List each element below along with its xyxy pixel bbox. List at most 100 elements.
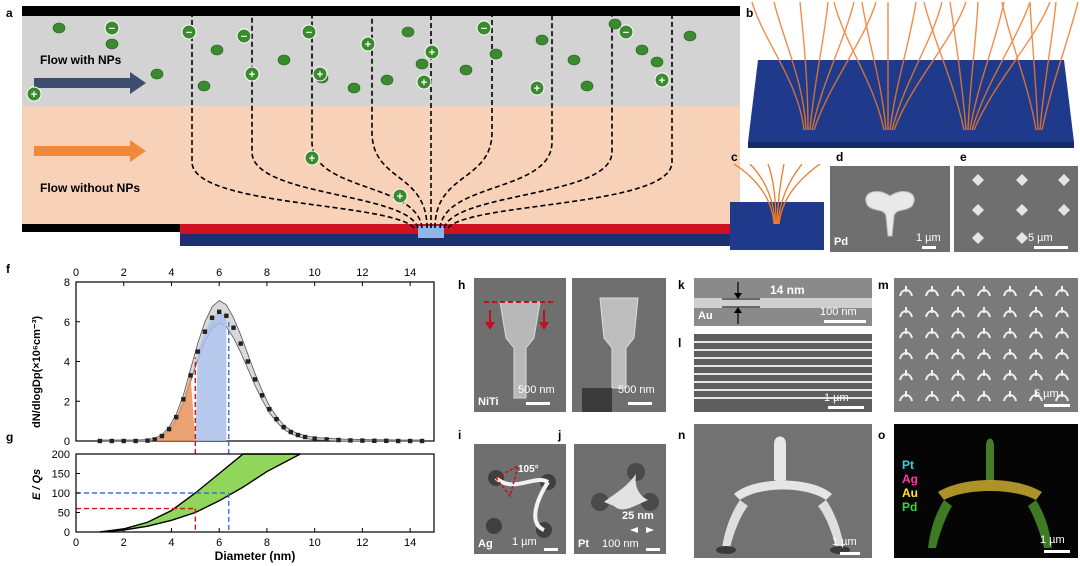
panel-h-sem-1: NiTi 500 nm (474, 278, 566, 412)
chart-f-point (145, 438, 150, 443)
panel-label-h: h (458, 278, 466, 292)
chart-f-point (231, 325, 236, 330)
chart-f-point (312, 436, 317, 441)
chart-f-ylabel: dN/dlogDp(×10⁶cm⁻³) (31, 316, 43, 428)
panel-d-sem: Pd 1 µm (830, 166, 950, 252)
panel-m-scale: 5 µm (1034, 388, 1059, 400)
panel-m-structure (899, 307, 913, 318)
chart-g-xlabel: Diameter (nm) (215, 549, 296, 563)
chart-f-point (324, 437, 329, 442)
panel-k-material: Au (698, 310, 713, 322)
panel-m-structure (1055, 307, 1069, 318)
panel-label-n: n (678, 428, 686, 442)
chart-f-point (202, 329, 208, 334)
panel-m-structure (951, 370, 965, 381)
svg-text:−: − (186, 27, 192, 39)
chart-g-ytick-label: 0 (64, 527, 70, 539)
panel-m-structure (1055, 370, 1069, 381)
panel-b-render (748, 2, 1079, 148)
panel-j-size: 25 nm (622, 510, 654, 522)
panel-l-sem: 1 µm (694, 334, 872, 412)
panel-h-sem-2: 500 nm (572, 278, 666, 412)
chart-f-point (372, 438, 377, 444)
chart-f-point (384, 438, 389, 444)
panel-m-structure (1055, 349, 1069, 360)
chart-f-point (217, 309, 222, 315)
panel-label-g: g (6, 430, 14, 444)
chart-f-xtick-label: 6 (216, 267, 222, 279)
panel-n-scalebar (840, 552, 860, 555)
panel-m-structure (925, 349, 939, 360)
chart-f-point (252, 377, 258, 382)
panel-m-structure (1003, 286, 1017, 297)
chart-f-point (259, 393, 265, 398)
panel-e-sem: 5 µm (954, 166, 1078, 252)
chart-f-point (407, 438, 413, 444)
panel-m-structure (1003, 328, 1017, 339)
panel-m-structure (1029, 391, 1043, 402)
svg-text:−: − (481, 23, 487, 35)
panel-m-structure (977, 391, 991, 402)
panel-m-structure (1029, 370, 1043, 381)
panel-m-structure (977, 286, 991, 297)
legend-ag: Ag (902, 472, 918, 486)
panel-m-structure (977, 328, 991, 339)
panel-e-scale: 5 µm (1028, 232, 1053, 244)
chart-f-point (195, 349, 200, 354)
chart-g-xtick-label: 8 (264, 537, 270, 549)
svg-text:+: + (365, 39, 371, 51)
panel-d-material: Pd (834, 236, 849, 248)
chart-g-xtick-label: 0 (73, 537, 79, 549)
chart-f-point (336, 437, 341, 443)
chart-f-point (159, 433, 165, 439)
chart-f-ytick-label: 4 (64, 357, 70, 369)
panel-j-material: Pt (578, 538, 589, 550)
chart-g-xtick-label: 4 (168, 537, 174, 549)
chart-f-ytick-label: 2 (64, 396, 70, 408)
legend-pd: Pd (902, 500, 918, 514)
chart-f-frame (75, 281, 435, 442)
panel-m-structure (1029, 307, 1043, 318)
panel-n-sem: 1 µm (694, 424, 872, 558)
panel-m-structure (977, 349, 991, 360)
chart-f-point (181, 397, 186, 402)
chart-f-point (224, 313, 229, 318)
chart-f-point (274, 416, 279, 422)
panel-h-scale-2: 500 nm (618, 384, 655, 396)
panel-label-j: j (558, 428, 562, 442)
panel-label-k: k (678, 278, 685, 292)
chart-f-point (302, 434, 308, 440)
panel-m-structure (899, 391, 913, 402)
chart-f-xtick-label: 2 (121, 267, 127, 279)
panel-l-scalebar (828, 406, 864, 409)
svg-text:+: + (659, 75, 665, 87)
chart-f-point (245, 359, 251, 364)
panel-m-structure (899, 370, 913, 381)
flow-with-nps-label: Flow with NPs (40, 53, 122, 67)
panel-m-structure (1029, 286, 1043, 297)
panel-k-scale: 100 nm (820, 306, 857, 318)
chart-f-point (281, 424, 286, 430)
panel-l-scale: 1 µm (824, 392, 849, 404)
panel-j-sem: 25 nm Pt 100 nm (574, 444, 666, 554)
chart-f-xtick-label: 0 (73, 267, 79, 279)
chart-f-point (174, 414, 179, 420)
svg-text:−: − (306, 27, 312, 39)
chart-f-ytick-label: 8 (64, 277, 70, 289)
panel-m-structure (925, 307, 939, 318)
panel-i-angle: 105° (518, 464, 539, 475)
panel-m-structure (1055, 286, 1069, 297)
chart-f-point (295, 432, 301, 438)
chart-f-ytick-label: 6 (64, 317, 70, 329)
panel-m-structure (925, 286, 939, 297)
chart-f-point (348, 438, 353, 443)
svg-text:+: + (534, 83, 540, 95)
chart-f-point (133, 438, 138, 444)
panel-o-legend: Pt Ag Au Pd (902, 458, 918, 514)
chart-f-point (121, 438, 126, 444)
panel-m-sem: 5 µm (894, 278, 1078, 412)
chart-g-ytick-label: 200 (52, 449, 70, 461)
chart-g-ytick-label: 150 (52, 469, 70, 481)
chart-g-ylabel: E / Qs (31, 469, 43, 500)
legend-pt: Pt (902, 458, 914, 472)
